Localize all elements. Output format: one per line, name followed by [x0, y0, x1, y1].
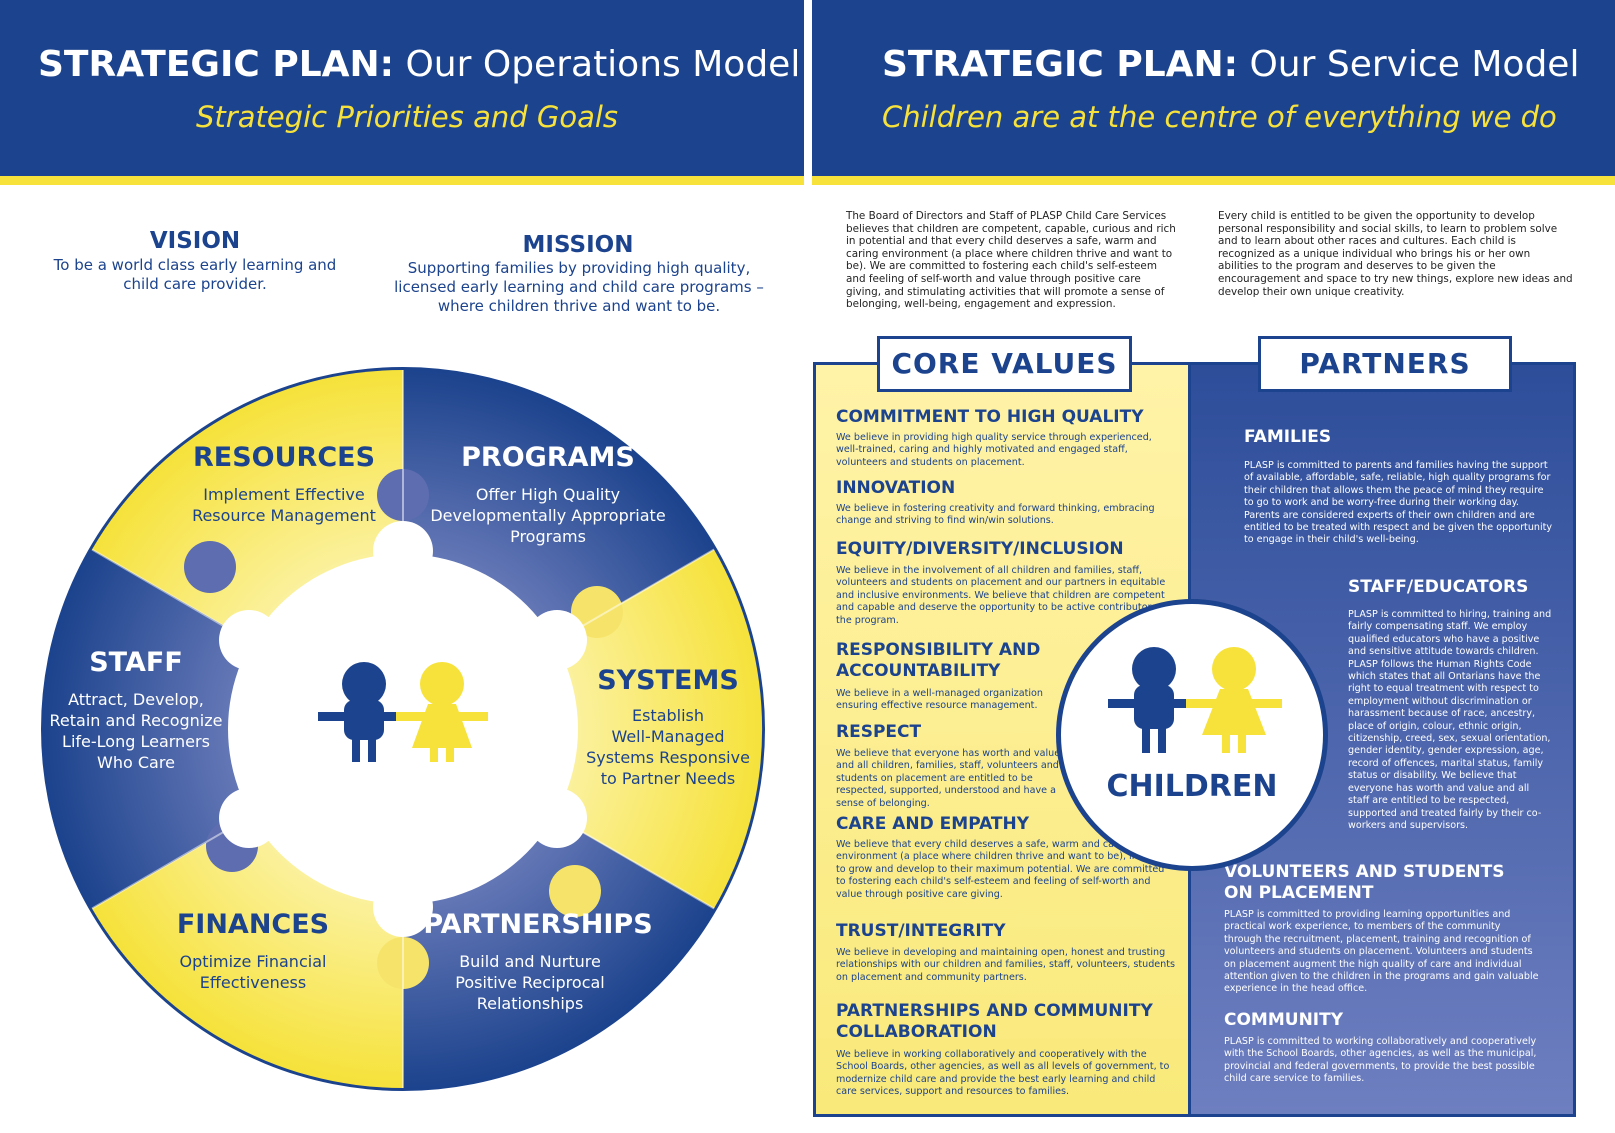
puzzle-title-systems: SYSTEMS — [597, 665, 739, 696]
children-figures-icon — [1108, 647, 1282, 753]
puzzle-text-staff-3: Life-Long Learners — [62, 732, 210, 751]
right-subtitle: Children are at the centre of everything… — [882, 100, 1557, 134]
core-value-title: RESPONSIBILITY AND ACCOUNTABILITY — [836, 640, 1041, 681]
core-value-text: We believe in working collaboratively an… — [836, 1049, 1170, 1098]
puzzle-text-systems-4: to Partner Needs — [601, 769, 736, 788]
puzzle-title-resources: RESOURCES — [193, 442, 375, 473]
puzzle-text-finances-1: Optimize Financial — [180, 952, 327, 971]
puzzle-text-programs-3: Programs — [510, 527, 586, 546]
core-value-title: RESPECT — [836, 722, 922, 742]
core-value-text: We believe in providing high quality ser… — [836, 432, 1152, 468]
partner-text: PLASP is committed to working collaborat… — [1224, 1036, 1537, 1085]
partner-text: PLASP is committed to providing learning… — [1224, 909, 1539, 995]
partner-text: PLASP is committed to parents and famili… — [1244, 460, 1553, 546]
puzzle-wheel: RESOURCES Implement Effective Resource M… — [41, 367, 765, 1091]
left-header: STRATEGIC PLAN: Our Operations Model Str… — [0, 0, 804, 185]
core-value-text: We believe in fostering creativity and f… — [836, 503, 1155, 527]
partner-text: PLASP is committed to hiring, training a… — [1348, 609, 1552, 831]
right-header: STRATEGIC PLAN: Our Service Model Childr… — [812, 0, 1615, 185]
children-figures-icon — [318, 662, 488, 762]
puzzle-text-programs-2: Developmentally Appropriate — [430, 506, 665, 525]
vision-title: VISION — [149, 228, 241, 254]
puzzle-text-resources-1: Implement Effective — [203, 485, 364, 504]
puzzle-text-systems-3: Systems Responsive — [586, 748, 750, 767]
core-value-text: We believe that everyone has worth and v… — [836, 748, 1061, 809]
puzzle-text-partnerships-3: Relationships — [477, 994, 584, 1013]
partner-title: FAMILIES — [1244, 427, 1332, 447]
partner-title: STAFF/EDUCATORS — [1348, 577, 1529, 597]
puzzle-text-staff-1: Attract, Develop, — [68, 690, 204, 709]
core-value-title: EQUITY/DIVERSITY/INCLUSION — [836, 539, 1124, 559]
core-value-text: We believe that every child deserves a s… — [836, 839, 1169, 900]
core-value-text: We believe in a well-managed organizatio… — [836, 688, 1043, 712]
puzzle-text-programs-1: Offer High Quality — [476, 485, 620, 504]
sector-systems — [403, 549, 763, 909]
children-circle — [1056, 599, 1328, 871]
children-label: CHILDREN — [1106, 769, 1278, 804]
puzzle-title-finances: FINANCES — [177, 909, 329, 940]
puzzle-text-staff-2: Retain and Recognize — [50, 711, 223, 730]
puzzle-text-staff-4: Who Care — [97, 753, 175, 772]
puzzle-title-programs: PROGRAMS — [461, 442, 635, 473]
mission-title: MISSION — [522, 232, 634, 258]
puzzle-text-systems-1: Establish — [632, 706, 704, 725]
core-value-title: COMMITMENT TO HIGH QUALITY — [836, 407, 1144, 427]
partners-tab: PARTNERS — [1258, 336, 1512, 392]
intro-right-text: Every child is entitled to be given the … — [1218, 210, 1573, 298]
partner-title: VOLUNTEERS AND STUDENTS ON PLACEMENT — [1224, 862, 1505, 903]
puzzle-text-systems-2: Well-Managed — [611, 727, 724, 746]
puzzle-text-resources-2: Resource Management — [192, 506, 376, 525]
puzzle-title-staff: STAFF — [89, 647, 183, 678]
core-value-text: We believe in developing and maintaining… — [836, 947, 1176, 983]
partner-title: COMMUNITY — [1224, 1010, 1344, 1030]
sector-staff — [43, 549, 403, 909]
puzzle-title-partnerships: PARTNERSHIPS — [423, 909, 652, 940]
page-gutter — [804, 0, 812, 1133]
core-values-tab: CORE VALUES — [877, 336, 1132, 392]
core-value-title: TRUST/INTEGRITY — [836, 921, 1006, 941]
puzzle-text-finances-2: Effectiveness — [200, 973, 306, 992]
core-value-text: We believe in the involvement of all chi… — [836, 565, 1170, 626]
core-value-title: INNOVATION — [836, 478, 956, 498]
intro-left-text: The Board of Directors and Staff of PLAS… — [846, 210, 1176, 311]
puzzle-text-partnerships-1: Build and Nurture — [459, 952, 601, 971]
right-title: STRATEGIC PLAN: Our Service Model — [882, 44, 1580, 85]
mission-text: Supporting families by providing high qu… — [394, 259, 764, 315]
core-value-title: PARTNERSHIPS AND COMMUNITY COLLABORATION — [836, 1001, 1153, 1042]
left-title: STRATEGIC PLAN: Our Operations Model — [38, 44, 801, 85]
core-value-title: CARE AND EMPATHY — [836, 814, 1030, 834]
left-subtitle: Strategic Priorities and Goals — [196, 100, 619, 134]
puzzle-text-partnerships-2: Positive Reciprocal — [455, 973, 604, 992]
